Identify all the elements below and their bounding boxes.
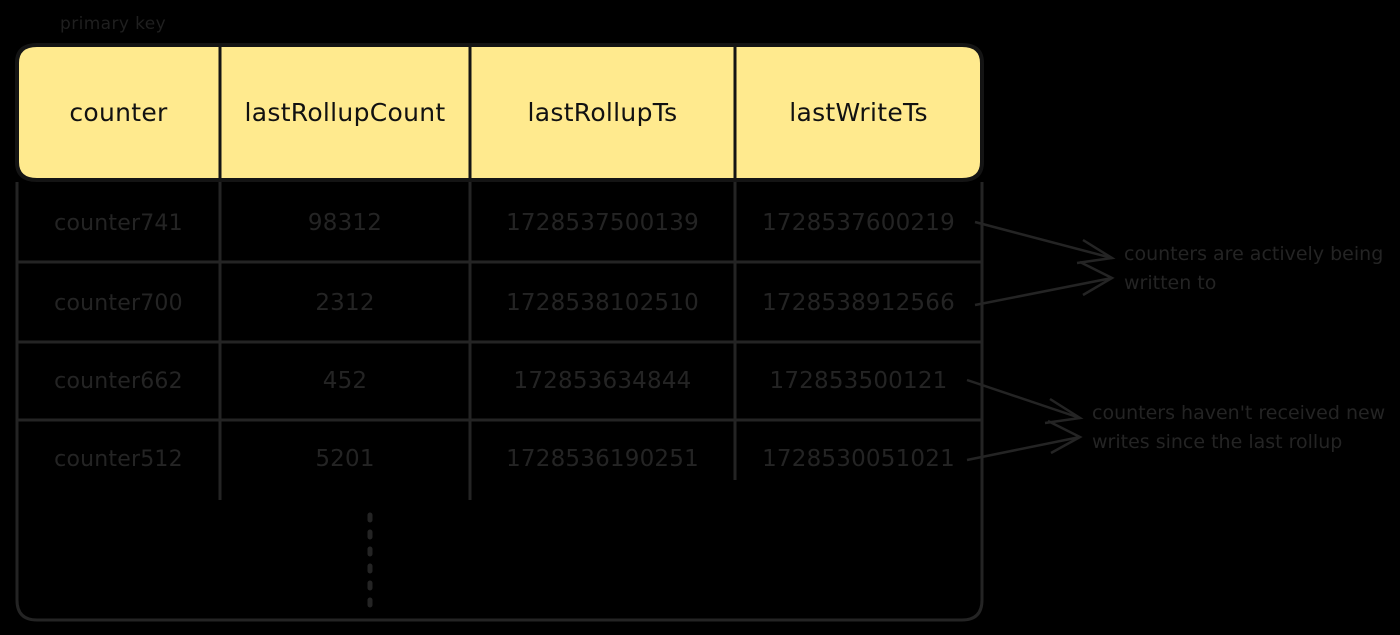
arrow-group-active	[974, 220, 1116, 307]
arrow-row4-stale-head	[1047, 419, 1083, 455]
cell-counter-row-4: counter512	[54, 446, 183, 472]
cell-lastrollupcount-row-1: 98312	[307, 210, 383, 236]
arrow-row2-active	[974, 276, 1113, 307]
column-header-lastrollupts: lastRollupTs	[527, 98, 678, 127]
cell-lastrollupts-row-4: 1728536190251	[506, 446, 699, 472]
primary-key-label: primary key	[60, 14, 167, 34]
cell-lastrollupts-row-1: 1728537500139	[506, 210, 699, 236]
arrow-row3-stale-head	[1044, 397, 1084, 425]
cell-lastwritets-row-4: 1728530051021	[762, 446, 955, 472]
cell-lastwritets-row-2: 1728538912566	[762, 290, 955, 316]
arrow-row1-active-head	[1076, 238, 1116, 265]
cell-lastrollupcount-row-2: 2312	[315, 290, 375, 316]
arrow-row4-stale	[966, 435, 1081, 462]
annotation-active-counters: counters are actively being written to	[1124, 243, 1384, 294]
cell-counter-row-3: counter662	[54, 368, 183, 394]
column-header-counter: counter	[69, 98, 168, 127]
cell-lastrollupts-row-3: 172853634844	[513, 368, 692, 394]
cell-counter-row-1: counter741	[54, 210, 183, 236]
arrow-row1-active	[974, 220, 1113, 260]
arrow-row3-stale	[966, 378, 1081, 420]
arrow-group-stale	[966, 378, 1084, 462]
column-header-lastwritets: lastWriteTs	[789, 98, 928, 127]
cell-lastwritets-row-3: 172853500121	[769, 368, 948, 394]
annotation-stale-counters: counters haven't received new writes sin…	[1092, 402, 1386, 453]
cell-lastrollupcount-row-3: 452	[322, 368, 368, 394]
column-header-lastrollupcount: lastRollupCount	[244, 98, 446, 127]
cell-lastrollupcount-row-4: 5201	[315, 446, 375, 472]
arrow-row2-active-head	[1079, 260, 1115, 297]
cell-counter-row-2: counter700	[54, 290, 183, 316]
cell-lastwritets-row-1: 1728537600219	[762, 210, 955, 236]
cell-lastrollupts-row-2: 1728538102510	[506, 290, 699, 316]
